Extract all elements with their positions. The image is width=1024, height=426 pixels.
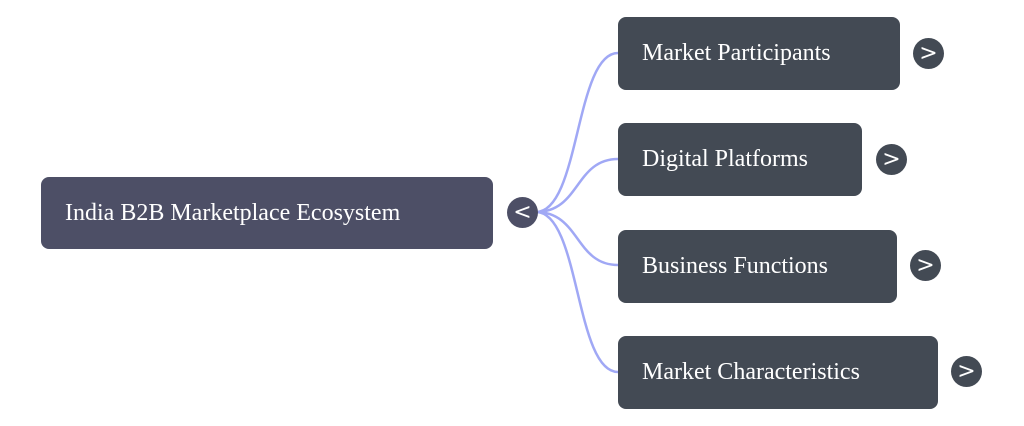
edge-1: [535, 51, 619, 214]
expand-business-functions-button[interactable]: >: [910, 250, 941, 281]
edge-2: [535, 157, 619, 214]
collapse-root-button[interactable]: <: [507, 197, 538, 228]
edge-3: [535, 210, 619, 267]
node-market-participants[interactable]: Market Participants: [618, 17, 900, 90]
node-business-functions[interactable]: Business Functions: [618, 230, 897, 303]
node-digital-platforms[interactable]: Digital Platforms: [618, 123, 862, 196]
expand-digital-platforms-button[interactable]: >: [876, 144, 907, 175]
expand-market-participants-button[interactable]: >: [913, 38, 944, 69]
node-label: Business Functions: [642, 253, 829, 279]
node-label: Market Participants: [642, 40, 831, 66]
node-market-characteristics[interactable]: Market Characteristics: [618, 336, 938, 409]
root-node[interactable]: India B2B Marketplace Ecosystem: [41, 177, 493, 249]
node-label: Market Characteristics: [642, 359, 860, 385]
root-label: India B2B Marketplace Ecosystem: [65, 199, 401, 226]
expand-market-characteristics-button[interactable]: >: [951, 356, 982, 387]
edge-4: [535, 210, 619, 374]
node-label: Digital Platforms: [642, 146, 808, 172]
